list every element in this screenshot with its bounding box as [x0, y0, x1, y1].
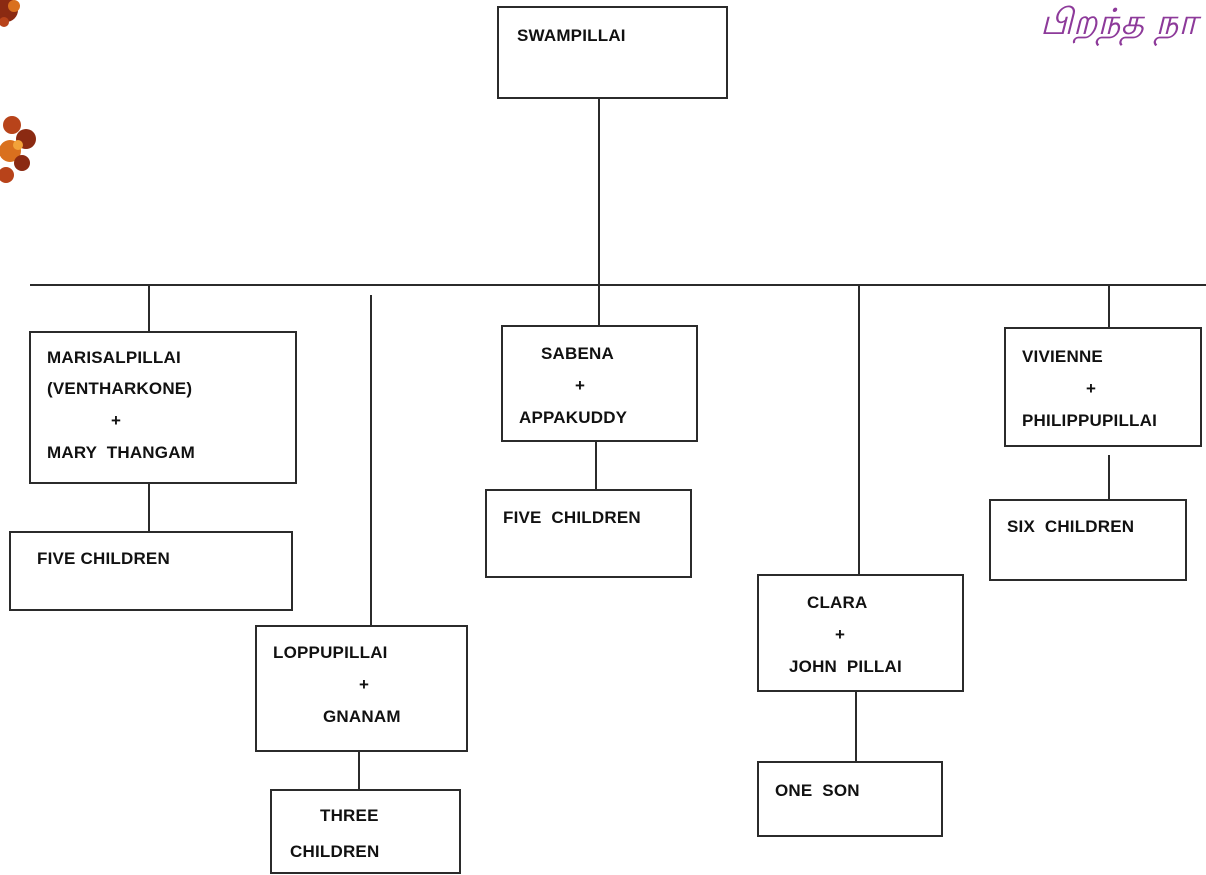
children-1-label: FIVE CHILDREN [37, 549, 170, 568]
family-1-line-3: + [111, 411, 122, 430]
connector-line [148, 285, 150, 332]
family-4-line-1: CLARA [807, 593, 868, 612]
children-3-label: FIVE CHILDREN [503, 508, 641, 527]
family-box-2: LOPPUPILLAI + GNANAM [255, 625, 468, 752]
children-2-label-1: THREE [320, 806, 379, 825]
family-5-line-1: VIVIENNE [1022, 347, 1103, 366]
connector-line [358, 751, 360, 790]
family-2-line-2: + [359, 675, 370, 694]
family-2-line-3: GNANAM [323, 707, 401, 726]
flower-ornament-icon [0, 0, 20, 27]
family-1-line-1: MARISALPILLAI [47, 348, 181, 367]
family-5-line-2: + [1086, 379, 1097, 398]
children-5-label: SIX CHILDREN [1007, 517, 1135, 536]
connector-line [30, 284, 1206, 286]
family-box-4: CLARA + JOHN PILLAI [757, 574, 964, 692]
connector-line [1108, 285, 1110, 328]
family-1-line-4: MARY THANGAM [47, 443, 196, 462]
root-name: SWAMPILLAI [517, 26, 626, 45]
family-3-line-1: SABENA [541, 344, 614, 363]
children-box-5: SIX CHILDREN [989, 499, 1187, 581]
family-3-line-3: APPAKUDDY [519, 408, 628, 427]
children-2-label-2: CHILDREN [290, 842, 380, 861]
children-box-2: THREE CHILDREN [270, 789, 461, 874]
connector-line [598, 285, 600, 326]
family-3-line-2: + [575, 376, 586, 395]
connector-line [1108, 455, 1110, 500]
connector-line [148, 483, 150, 532]
connector-line [595, 441, 597, 490]
family-2-line-1: LOPPUPILLAI [273, 643, 388, 662]
connector-line [370, 295, 372, 626]
family-1-line-2: (VENTHARKONE) [47, 379, 193, 398]
family-box-1: MARISALPILLAI (VENTHARKONE) + MARY THANG… [29, 331, 297, 484]
children-4-label: ONE SON [775, 781, 860, 800]
connector-line [858, 285, 860, 575]
children-box-1: FIVE CHILDREN [9, 531, 293, 611]
family-4-line-3: JOHN PILLAI [789, 657, 902, 676]
tamil-heading: பிறந்த நா [1040, 2, 1198, 43]
root-person-box: SWAMPILLAI [497, 6, 728, 99]
connector-line [598, 98, 600, 285]
children-box-3: FIVE CHILDREN [485, 489, 692, 578]
connector-line [855, 691, 857, 762]
family-5-line-3: PHILIPPUPILLAI [1022, 411, 1158, 430]
children-box-4: ONE SON [757, 761, 943, 837]
family-box-3: SABENA + APPAKUDDY [501, 325, 698, 442]
flower-ornament-icon [0, 116, 36, 183]
family-4-line-2: + [835, 625, 846, 644]
family-box-5: VIVIENNE + PHILIPPUPILLAI [1004, 327, 1202, 447]
